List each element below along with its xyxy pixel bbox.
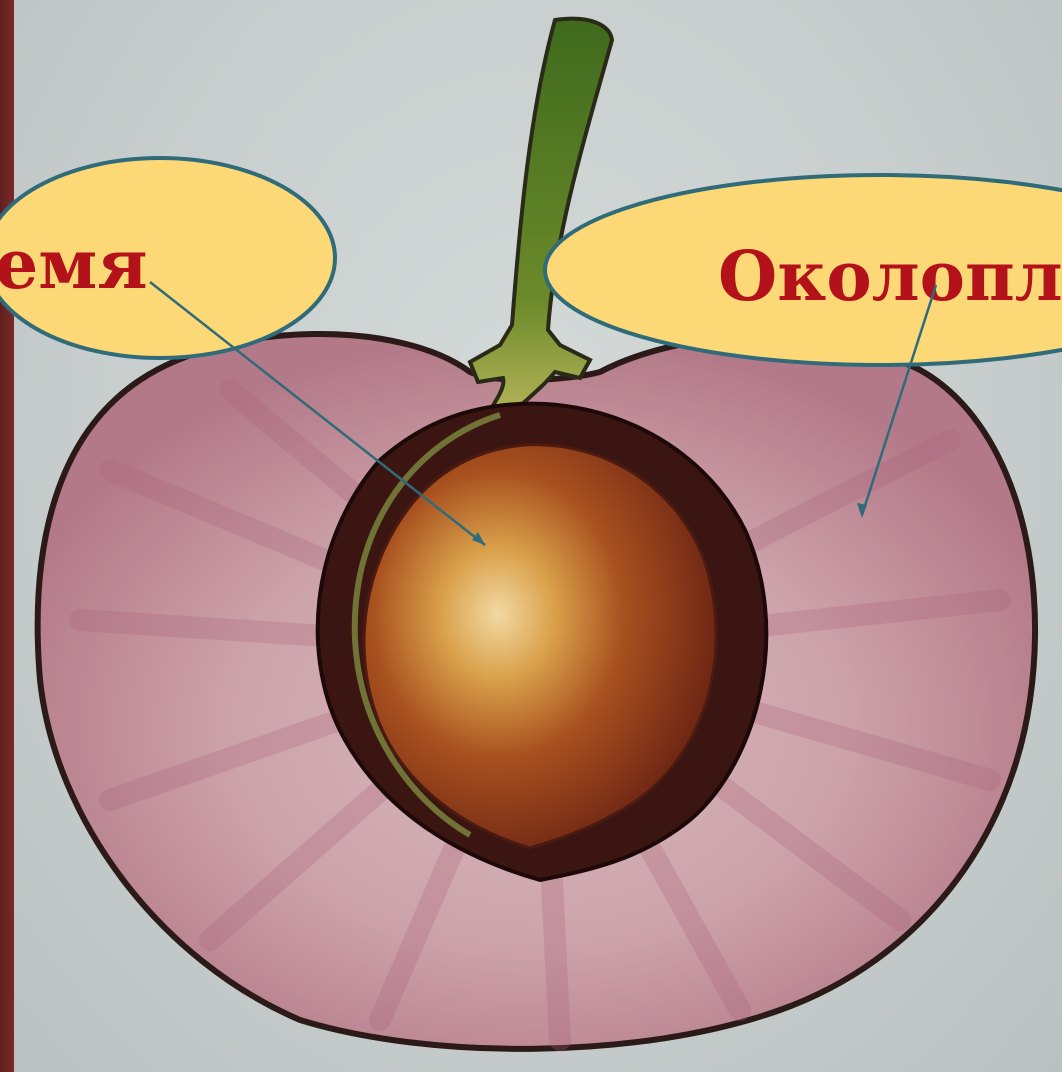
callout-seed-label: емя	[0, 225, 148, 305]
stem	[470, 19, 612, 420]
callout-pericarp-label: Околопл	[718, 237, 1062, 317]
